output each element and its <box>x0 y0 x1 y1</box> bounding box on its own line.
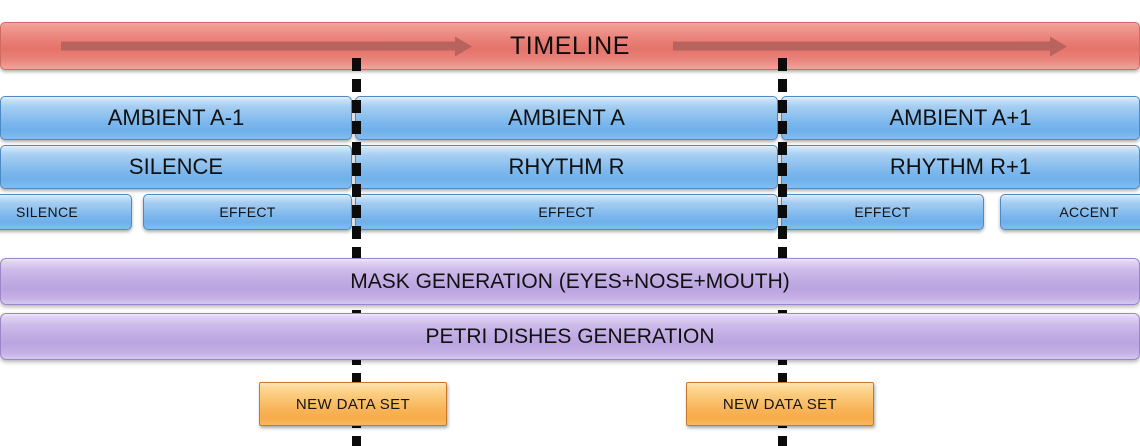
arrow-right-icon-right <box>673 41 1051 51</box>
new-data-set-box-2: NEW DATA SET <box>686 382 874 426</box>
divider-line-1 <box>352 58 361 446</box>
segment-rhythm-current: RHYTHM R <box>355 145 778 189</box>
timeline-bar: TIMELINE <box>0 22 1140 70</box>
segment-rhythm-next: RHYTHM R+1 <box>781 145 1140 189</box>
arrow-right-icon-left <box>61 41 456 51</box>
divider-line-2 <box>778 58 787 446</box>
segment-ambient-current: AMBIENT A <box>355 96 778 140</box>
mask-generation-bar: MASK GENERATION (EYES+NOSE+MOUTH) <box>0 258 1140 305</box>
segment-rhythm-silence: SILENCE <box>0 145 352 189</box>
segment-effect-accent: ACCENT <box>1000 194 1140 230</box>
new-data-set-box-1: NEW DATA SET <box>259 382 447 426</box>
segment-effect-silence: SILENCE <box>0 194 132 230</box>
segment-ambient-next: AMBIENT A+1 <box>781 96 1140 140</box>
petri-dishes-generation-bar: PETRI DISHES GENERATION <box>0 313 1140 360</box>
segment-effect-2: EFFECT <box>355 194 778 230</box>
timeline-label: TIMELINE <box>509 31 631 60</box>
segment-ambient-prev: AMBIENT A-1 <box>0 96 352 140</box>
segment-effect-3: EFFECT <box>781 194 984 230</box>
segment-effect-1: EFFECT <box>143 194 352 230</box>
